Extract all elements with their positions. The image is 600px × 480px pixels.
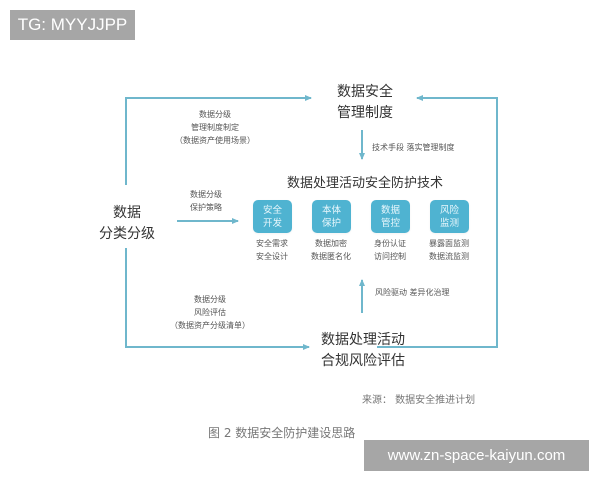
tech-box-secure-dev: 安全 开发 (253, 200, 292, 233)
label-line: 数据分级 (194, 295, 226, 304)
tech-sub-line: 数据加密 (315, 239, 347, 248)
tech-sub-line: 数据匿名化 (311, 252, 351, 261)
node-assessment-line2: 合规风险评估 (321, 353, 405, 369)
source-note: 来源： 数据安全推进计划 (362, 395, 476, 406)
tech-sub-line: 身份认证 (374, 239, 406, 248)
node-management-line1: 数据安全 (337, 84, 393, 100)
arrow-assessment-to-management (377, 95, 498, 348)
tech-sub-line: 暴露面监测 (429, 239, 469, 248)
arrow-classification-to-assessment (125, 248, 310, 350)
label-line: 数据分级 (199, 110, 231, 119)
tech-sub-line: 数据流监测 (429, 252, 469, 261)
tech-box-label: 监测 (439, 217, 459, 229)
label-line: 数据分级 (190, 190, 222, 199)
watermark-top: TG: MYYJJPP (10, 10, 135, 40)
tech-box-label: 安全 (262, 204, 282, 216)
label-line: （数据资产分级清单） (170, 321, 250, 330)
tech-sub-entity-protection: 数据加密 数据匿名化 (301, 237, 361, 263)
label-line: 管理制度制定 (191, 123, 239, 132)
label-management-to-tech: 技术手段 落实管理制度 (372, 143, 455, 152)
tech-box-label: 管控 (380, 217, 400, 229)
tech-box-label: 风险 (439, 204, 459, 216)
tech-box-label: 开发 (262, 217, 282, 229)
tech-box-label: 本体 (321, 204, 341, 216)
node-assessment-line1: 数据处理活动 (321, 332, 405, 348)
node-management-line2: 管理制度 (337, 105, 393, 121)
tech-box-label: 数据 (380, 204, 400, 216)
label-to-assessment: 数据分级 风险评估 （数据资产分级清单） (155, 293, 265, 332)
tech-sub-risk-monitoring: 暴露面监测 数据流监测 (419, 237, 479, 263)
tech-box-entity-protection: 本体 保护 (312, 200, 351, 233)
label-to-tech: 数据分级 保护策略 (180, 188, 232, 214)
label-line: （数据资产使用场景） (175, 136, 255, 145)
tech-box-data-control: 数据 管控 (371, 200, 410, 233)
node-management: 数据安全 管理制度 (325, 82, 405, 124)
tech-box-risk-monitoring: 风险 监测 (430, 200, 469, 233)
watermark-bottom: www.zn-space-kaiyun.com (364, 440, 589, 471)
tech-sub-line: 安全需求 (256, 239, 288, 248)
node-assessment: 数据处理活动 合规风险评估 (313, 330, 413, 372)
label-to-management: 数据分级 管理制度制定 （数据资产使用场景） (160, 108, 270, 147)
tech-title: 数据处理活动安全防护技术 (286, 176, 443, 191)
node-classification-line1: 数据 (113, 205, 141, 221)
tech-box-label: 保护 (321, 217, 341, 229)
tech-sub-line: 安全设计 (256, 252, 288, 261)
node-classification-line2: 分类分级 (99, 226, 155, 242)
tech-sub-data-control: 身份认证 访问控制 (360, 237, 420, 263)
label-assessment-to-tech: 风险驱动 差异化治理 (375, 288, 450, 297)
figure-caption: 图 2 数据安全防护建设思路 (208, 426, 356, 440)
tech-sub-secure-dev: 安全需求 安全设计 (242, 237, 302, 263)
arrow-classification-to-management (125, 95, 312, 185)
node-classification: 数据 分类分级 (95, 203, 159, 245)
label-line: 风险评估 (194, 308, 226, 317)
label-line: 保护策略 (190, 203, 222, 212)
tech-sub-line: 访问控制 (374, 252, 406, 261)
